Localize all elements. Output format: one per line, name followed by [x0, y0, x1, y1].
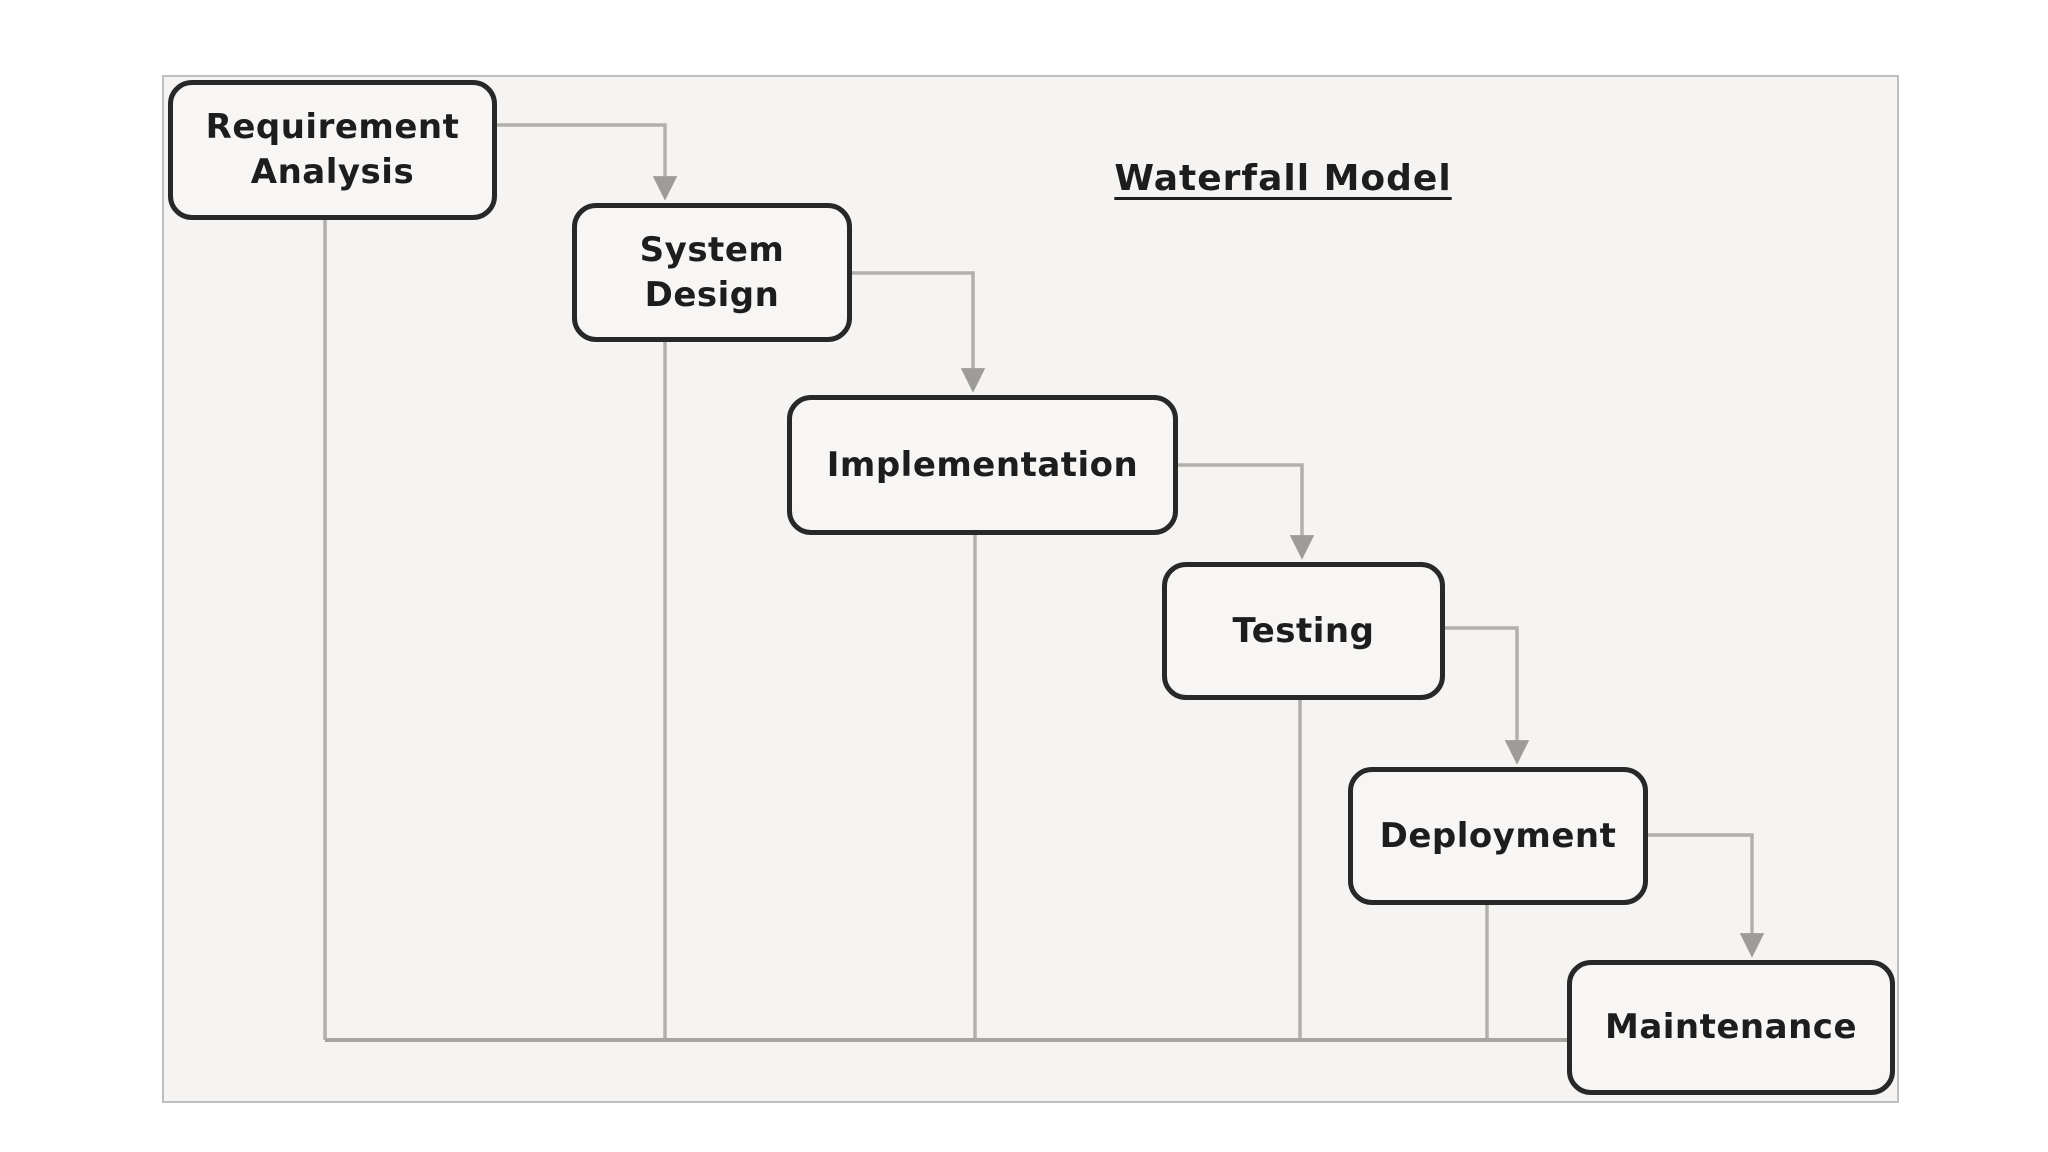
arrow-design-to-implementation — [852, 271, 986, 393]
stage-box-deployment: Deployment — [1348, 767, 1648, 905]
arrow-requirement-to-design — [497, 123, 678, 201]
stage-box-maintenance: Maintenance — [1567, 960, 1895, 1095]
arrow-testing-to-deployment — [1445, 626, 1530, 765]
stage-box-testing: Testing — [1162, 562, 1445, 700]
stage-box-requirement-analysis: Requirement Analysis — [168, 80, 497, 220]
diagram-frame — [162, 75, 1899, 1103]
arrow-deployment-to-maintenance — [1648, 833, 1765, 958]
stage-box-system-design: System Design — [572, 203, 852, 342]
arrow-implementation-to-testing — [1178, 463, 1315, 560]
diagram-title: Waterfall Model — [1114, 158, 1452, 199]
stage-box-implementation: Implementation — [787, 395, 1178, 535]
